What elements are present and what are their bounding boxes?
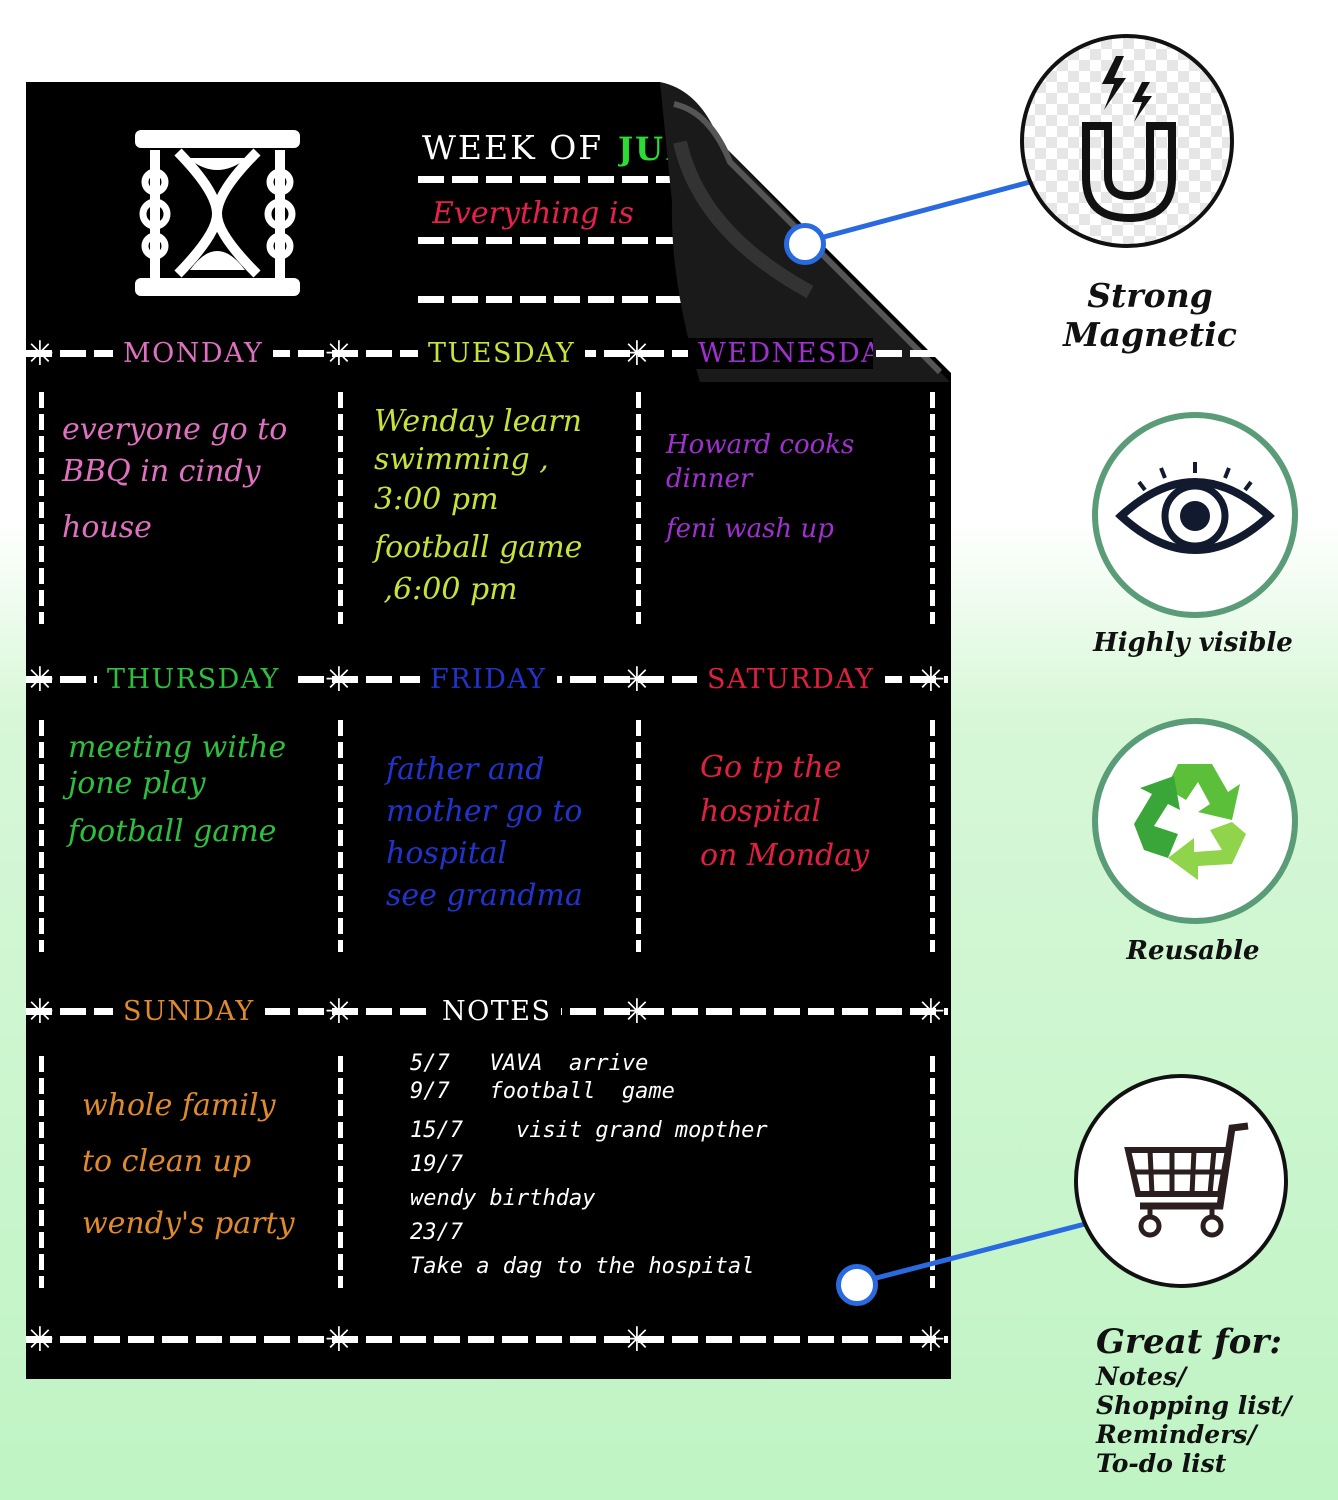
snowflake-icon: ✳ bbox=[324, 660, 354, 700]
great-for-block: Great for: Notes/ Shopping list/ Reminde… bbox=[1096, 1322, 1291, 1478]
note-line: wendy birthday bbox=[410, 1186, 596, 1211]
day-header-wednesday: WEDNESDAY bbox=[688, 338, 873, 369]
entry-line: mother go to bbox=[386, 794, 583, 829]
snowflake-icon: ✳ bbox=[25, 992, 55, 1032]
snowflake-icon: ✳ bbox=[622, 334, 652, 374]
day-header-monday: MONDAY bbox=[113, 338, 274, 369]
grid-col-divider bbox=[39, 1056, 44, 1288]
great-for-item: Reminders/ bbox=[1096, 1420, 1257, 1449]
entry-line: hospital bbox=[700, 794, 822, 829]
entry-line: everyone go to bbox=[62, 412, 288, 447]
snowflake-icon: ✳ bbox=[25, 660, 55, 700]
day-header-friday: FRIDAY bbox=[420, 664, 557, 695]
day-header-thursday: THURSDAY bbox=[97, 664, 291, 695]
note-line: 15/7 visit grand mopther bbox=[410, 1118, 768, 1143]
recycle-badge bbox=[1092, 718, 1298, 924]
recycle-icon bbox=[1134, 764, 1246, 880]
day-header-sunday: SUNDAY bbox=[113, 996, 265, 1027]
entry-line: BBQ in cindy bbox=[62, 454, 261, 489]
grid-col-divider bbox=[39, 392, 44, 624]
magnet-badge bbox=[1020, 34, 1234, 248]
entry-line: dinner bbox=[666, 464, 753, 494]
day-cell-tuesday[interactable]: Wenday learn swimming , 3:00 pm football… bbox=[374, 404, 582, 607]
entry-line: Howard cooks bbox=[666, 430, 855, 460]
entry-line: whole family bbox=[82, 1088, 276, 1123]
entry-line: Wenday learn bbox=[374, 404, 582, 439]
entry-line: wendy's party bbox=[82, 1206, 295, 1241]
snowflake-icon: ✳ bbox=[324, 992, 354, 1032]
shopping-cart-icon bbox=[1124, 1122, 1249, 1238]
entry-line: football game bbox=[374, 530, 583, 565]
great-for-title: Great for: bbox=[1096, 1322, 1282, 1362]
day-header-tuesday: TUESDAY bbox=[418, 338, 586, 369]
note-line: 23/7 bbox=[410, 1220, 463, 1245]
feature-highly-visible-label: Highly visible bbox=[1093, 628, 1293, 658]
cart-badge bbox=[1074, 1074, 1288, 1288]
eye-badge bbox=[1092, 412, 1298, 618]
snowflake-icon: ✳ bbox=[25, 1320, 55, 1360]
snowflake-icon: ✳ bbox=[622, 660, 652, 700]
header-divider bbox=[418, 296, 688, 303]
grid-col-divider bbox=[930, 1056, 935, 1288]
header-divider bbox=[418, 176, 676, 183]
day-cell-wednesday[interactable]: Howard cooks dinner feni wash up bbox=[666, 430, 854, 544]
week-of-label: WEEK OF bbox=[422, 128, 604, 167]
snowflake-icon: ✳ bbox=[622, 992, 652, 1032]
callout-dot bbox=[784, 223, 826, 265]
entry-line: to clean up bbox=[82, 1144, 252, 1179]
feature-reusable-label: Reusable bbox=[1126, 936, 1260, 966]
entry-line: father and bbox=[386, 752, 545, 787]
day-header-saturday: SATURDAY bbox=[697, 664, 885, 695]
entry-line: house bbox=[62, 510, 152, 545]
entry-line: hospital bbox=[386, 836, 508, 871]
note-line: 9/7 football game bbox=[410, 1079, 675, 1104]
magnet-icon bbox=[1082, 56, 1176, 223]
snowflake-icon: ✳ bbox=[916, 992, 946, 1032]
entry-line: on Monday bbox=[700, 838, 870, 873]
motto-text[interactable]: Everything is bbox=[432, 196, 634, 231]
entry-line: Go tp the bbox=[700, 750, 842, 785]
great-for-item: Notes/ bbox=[1096, 1362, 1187, 1391]
grid-col-divider bbox=[338, 720, 343, 952]
grid-col-divider bbox=[930, 720, 935, 952]
note-line: 19/7 bbox=[410, 1152, 463, 1177]
grid-col-divider bbox=[636, 392, 641, 624]
feature-strong-magnetic-label: Strong Magnetic bbox=[1063, 276, 1237, 354]
grid-row-divider bbox=[26, 1336, 948, 1343]
hourglass-logo-icon bbox=[135, 130, 300, 296]
callout-dot bbox=[836, 1264, 878, 1306]
snowflake-icon: ✳ bbox=[622, 1320, 652, 1360]
grid-col-divider bbox=[930, 392, 935, 624]
notes-header: NOTES bbox=[432, 996, 562, 1027]
day-cell-saturday[interactable]: Go tp the hospital on Monday bbox=[700, 750, 869, 873]
entry-line: swimming , bbox=[374, 442, 549, 477]
snowflake-icon: ✳ bbox=[916, 660, 946, 700]
day-cell-sunday[interactable]: whole family to clean up wendy's party bbox=[82, 1088, 295, 1241]
snowflake-icon: ✳ bbox=[324, 1320, 354, 1360]
day-cell-friday[interactable]: father and mother go to hospital see gra… bbox=[386, 752, 583, 913]
notes-cell[interactable]: 5/7 VAVA arrive 9/7 football game 15/7 v… bbox=[410, 1050, 768, 1284]
entry-line: football game bbox=[68, 814, 277, 849]
note-line: 5/7 VAVA arrive bbox=[410, 1051, 649, 1076]
grid-col-divider bbox=[338, 392, 343, 624]
great-for-item: To-do list bbox=[1096, 1449, 1227, 1478]
eye-icon bbox=[1115, 462, 1275, 554]
entry-line: see grandma bbox=[386, 878, 583, 913]
entry-line: ,6:00 pm bbox=[374, 572, 518, 607]
grid-col-divider bbox=[39, 720, 44, 952]
entry-line: jone play bbox=[68, 766, 206, 801]
snowflake-icon: ✳ bbox=[25, 334, 55, 374]
grid-col-divider bbox=[636, 720, 641, 952]
day-cell-thursday[interactable]: meeting withe jone play football game bbox=[68, 730, 286, 849]
entry-line: meeting withe bbox=[68, 730, 287, 765]
entry-line: feni wash up bbox=[666, 514, 834, 544]
snowflake-icon: ✳ bbox=[916, 1320, 946, 1360]
entry-line: 3:00 pm bbox=[374, 482, 499, 517]
header-divider bbox=[418, 237, 676, 244]
snowflake-icon: ✳ bbox=[324, 334, 354, 374]
day-cell-monday[interactable]: everyone go to BBQ in cindy house bbox=[62, 412, 287, 545]
note-line: Take a dag to the hospital bbox=[410, 1254, 755, 1279]
great-for-item: Shopping list/ bbox=[1096, 1391, 1292, 1420]
grid-col-divider bbox=[338, 1056, 343, 1288]
